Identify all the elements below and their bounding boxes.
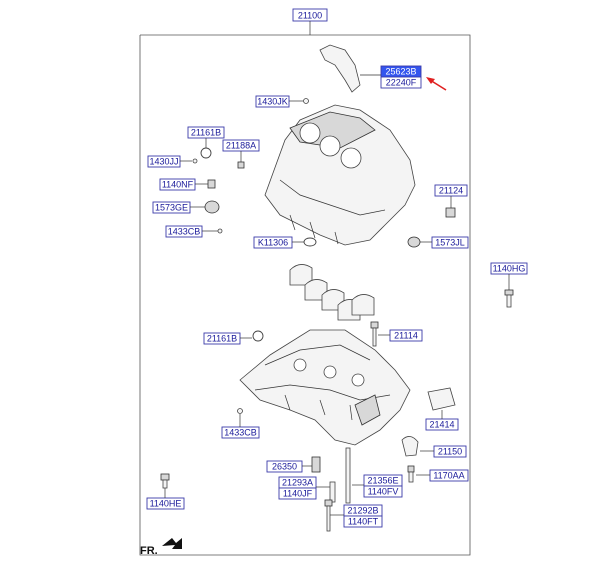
svg-text:21150: 21150 — [438, 447, 462, 457]
fr-label: FR. — [140, 545, 158, 557]
label-1430jk[interactable]: 1430JK — [255, 95, 290, 108]
svg-text:1140FV: 1140FV — [368, 487, 399, 497]
svg-text:21124: 21124 — [439, 186, 463, 196]
svg-text:1140NF: 1140NF — [162, 180, 194, 190]
label-21293a[interactable]: 21293A — [278, 476, 317, 489]
label-1170aa[interactable]: 1170AA — [429, 469, 469, 482]
svg-text:21161B: 21161B — [207, 334, 237, 344]
label-25623b[interactable]: 25623B — [380, 65, 422, 78]
svg-text:22240F: 22240F — [386, 78, 417, 88]
label-1433cb-bottom[interactable]: 1433CB — [221, 426, 260, 439]
label-1140hg[interactable]: 1140HG — [490, 262, 528, 275]
assembly-frame — [139, 34, 471, 556]
upper-cylinder-block — [264, 44, 416, 246]
label-1433cb-top[interactable]: 1433CB — [165, 225, 203, 238]
svg-text:1573GE: 1573GE — [155, 203, 188, 213]
svg-text:1433CB: 1433CB — [224, 428, 257, 438]
svg-text:1140HE: 1140HE — [150, 499, 182, 509]
svg-text:21114: 21114 — [394, 331, 418, 341]
lower-crankcase — [239, 329, 411, 446]
svg-text:21100: 21100 — [298, 11, 322, 21]
label-k11306[interactable]: K11306 — [253, 236, 293, 249]
arrow-icon — [426, 77, 447, 91]
front-direction-indicator: FR. — [140, 538, 182, 557]
label-22240f[interactable]: 22240F — [380, 76, 422, 89]
label-21124[interactable]: 21124 — [434, 184, 468, 197]
label-1140he[interactable]: 1140HE — [146, 497, 185, 510]
label-21150[interactable]: 21150 — [433, 445, 467, 458]
svg-text:26350: 26350 — [272, 462, 297, 472]
svg-text:21188A: 21188A — [226, 141, 256, 151]
label-1140nf[interactable]: 1140NF — [159, 178, 196, 191]
label-21414[interactable]: 21414 — [425, 418, 459, 431]
svg-text:21293A: 21293A — [282, 478, 313, 488]
svg-text:1170AA: 1170AA — [433, 471, 464, 481]
bearing-caps — [289, 264, 375, 321]
svg-text:1140FT: 1140FT — [348, 517, 379, 527]
svg-text:25623B: 25623B — [385, 67, 416, 77]
label-1140ft[interactable]: 1140FT — [343, 515, 383, 528]
svg-text:1430JK: 1430JK — [257, 97, 288, 107]
label-21161b-top[interactable]: 21161B — [187, 126, 225, 139]
svg-text:1140HG: 1140HG — [493, 264, 526, 274]
svg-text:1140JF: 1140JF — [283, 489, 313, 499]
label-1140fv[interactable]: 1140FV — [363, 485, 403, 498]
svg-text:21356E: 21356E — [367, 476, 398, 486]
label-21161b-bottom[interactable]: 21161B — [203, 332, 241, 345]
label-21356e[interactable]: 21356E — [363, 474, 403, 487]
label-21114[interactable]: 21114 — [389, 329, 423, 342]
label-21292b[interactable]: 21292B — [343, 504, 383, 517]
svg-text:1433CB: 1433CB — [168, 227, 201, 237]
arrow-icon — [162, 538, 182, 549]
svg-text:21292B: 21292B — [347, 506, 378, 516]
label-1573ge[interactable]: 1573GE — [152, 201, 191, 214]
label-21100[interactable]: 21100 — [292, 8, 328, 22]
label-1430jj[interactable]: 1430JJ — [147, 155, 181, 168]
svg-text:1430JJ: 1430JJ — [149, 157, 178, 167]
svg-text:21414: 21414 — [429, 420, 454, 430]
label-26350[interactable]: 26350 — [266, 460, 303, 473]
svg-text:21161B: 21161B — [191, 128, 221, 138]
svg-text:K11306: K11306 — [258, 238, 288, 248]
svg-text:1573JL: 1573JL — [435, 238, 465, 248]
label-21188a[interactable]: 21188A — [222, 139, 260, 152]
label-1573jl[interactable]: 1573JL — [431, 236, 469, 249]
label-1140jf[interactable]: 1140JF — [278, 487, 317, 500]
